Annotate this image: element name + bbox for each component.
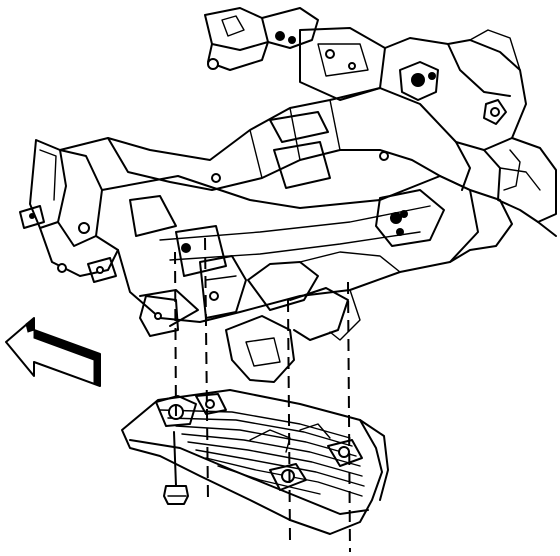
- bolt: [163, 431, 189, 505]
- front-direction-arrow-icon: [5, 317, 101, 387]
- alignment-line-3: [287, 299, 291, 541]
- frame-crossmember: [19, 7, 557, 383]
- alignment-line-2: [204, 237, 209, 501]
- alignment-line-1: [174, 251, 177, 421]
- alignment-line-4: [347, 281, 351, 553]
- fastener-alignment-lines: [174, 237, 351, 553]
- skid-plate: [121, 389, 389, 535]
